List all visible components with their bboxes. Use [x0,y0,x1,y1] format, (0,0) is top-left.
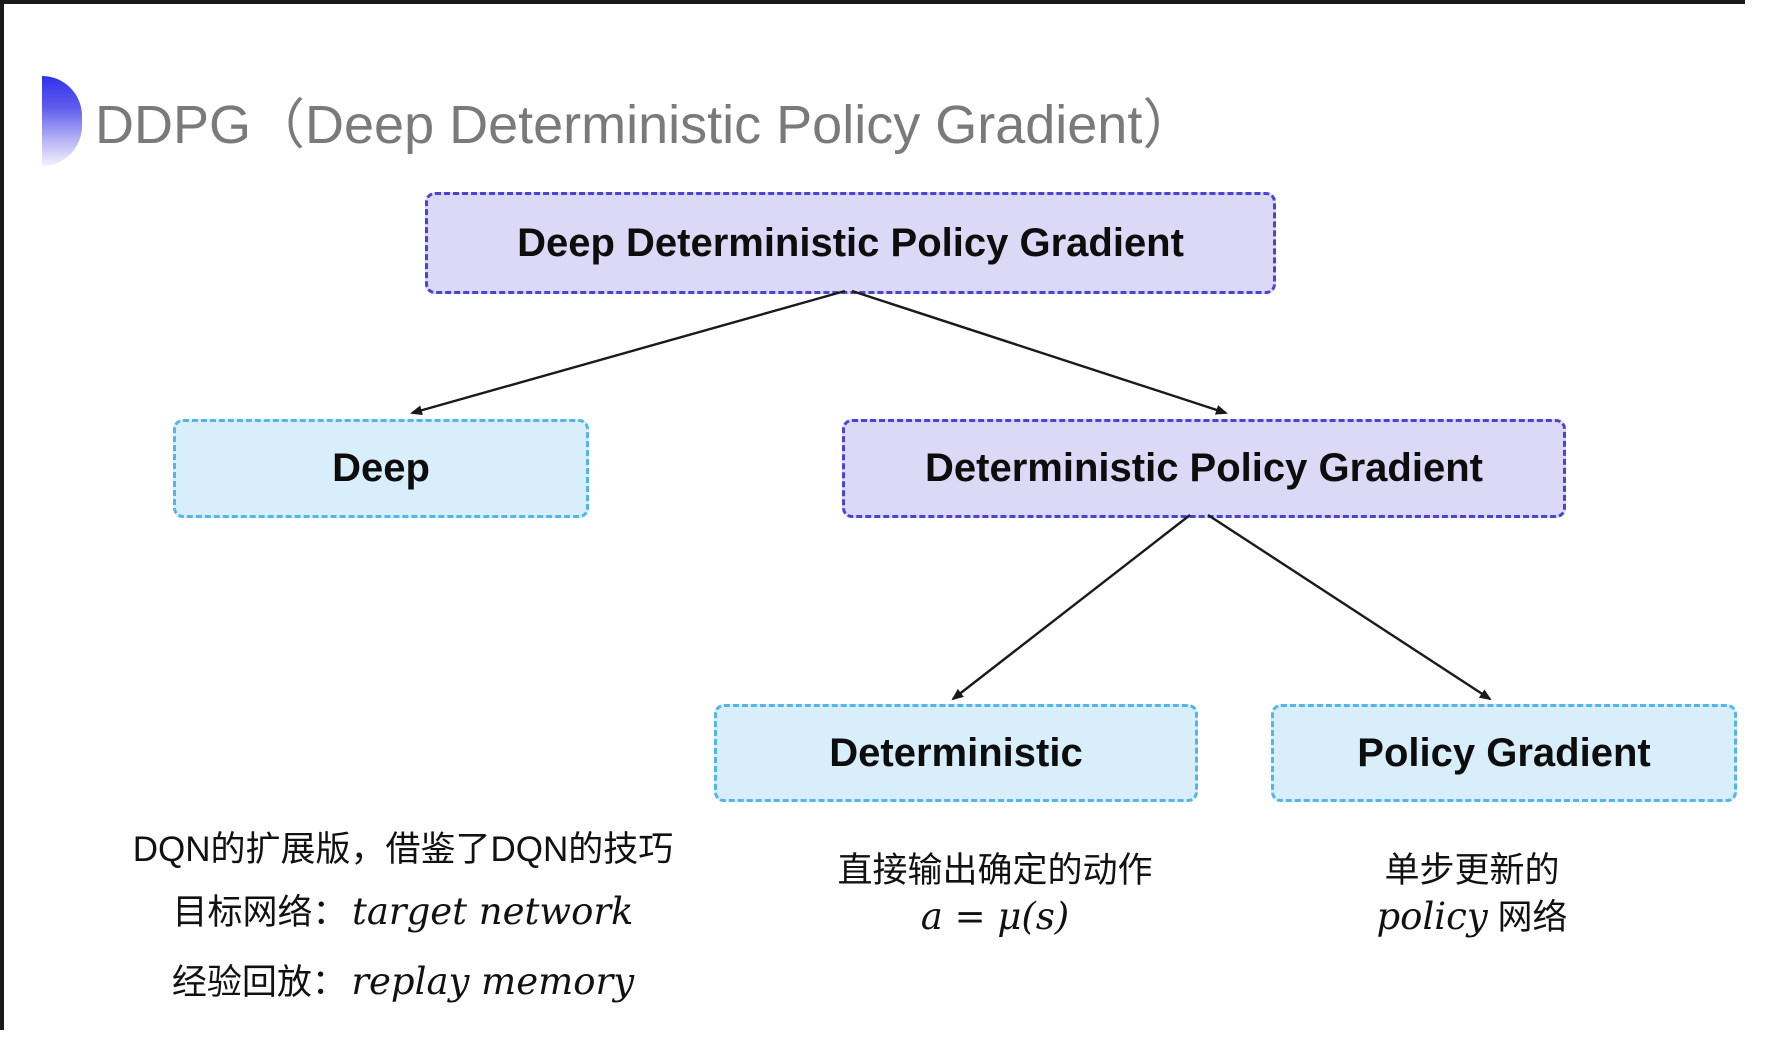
note-policy-gradient-line2: policy 网络 [1272,894,1672,948]
node-deterministic-policy-gradient: Deterministic Policy Gradient [842,419,1566,518]
network-label: 网络 [1487,898,1568,937]
node-label: Deep [332,446,430,490]
note-policy-gradient: 单步更新的 policy 网络 [1272,848,1672,948]
node-deep: Deep [173,419,589,518]
note-deterministic-formula: a = μ(s) [920,895,1070,938]
arrow-dpg-to-policy-gradient [1207,513,1492,701]
note-policy-gradient-line1: 单步更新的 [1384,851,1560,890]
arrow-root-to-dpg [851,289,1228,415]
page-title: DDPG（Deep Deterministic Policy Gradient） [95,95,1197,155]
note-deep-line2: 目标网络： target network [103,890,703,942]
node-label: Deterministic [829,730,1083,775]
node-label: Deterministic Policy Gradient [925,446,1483,490]
node-policy-gradient: Policy Gradient [1271,704,1737,802]
node-label: Policy Gradient [1357,730,1651,775]
node-deep-deterministic-policy-gradient: Deep Deterministic Policy Gradient [425,192,1276,294]
note-deep: DQN的扩展版，借鉴了DQN的技巧 目标网络： target network 经… [103,828,703,1030]
arrow-root-to-deep [410,289,846,416]
title-bullet-icon [42,76,82,166]
arrow-dpg-to-deterministic [951,514,1191,701]
note-deterministic: 直接输出确定的动作 a = μ(s) [795,848,1195,940]
note-deterministic-line1: 直接输出确定的动作 [837,851,1153,890]
node-deterministic: Deterministic [714,704,1198,802]
note-deep-line3: 经验回放： replay memory [103,960,703,1012]
target-network-label: 目标网络： [172,893,348,932]
policy-term: policy [1376,895,1488,938]
frame-top-edge [0,0,1745,4]
replay-memory-label: 经验回放： [171,963,347,1002]
replay-memory-term: replay memory [351,960,635,1003]
frame-left-edge [0,0,4,1030]
target-network-term: target network [351,890,634,933]
note-deep-line1: DQN的扩展版，借鉴了DQN的技巧 [132,830,674,869]
node-label: Deep Deterministic Policy Gradient [517,220,1184,265]
